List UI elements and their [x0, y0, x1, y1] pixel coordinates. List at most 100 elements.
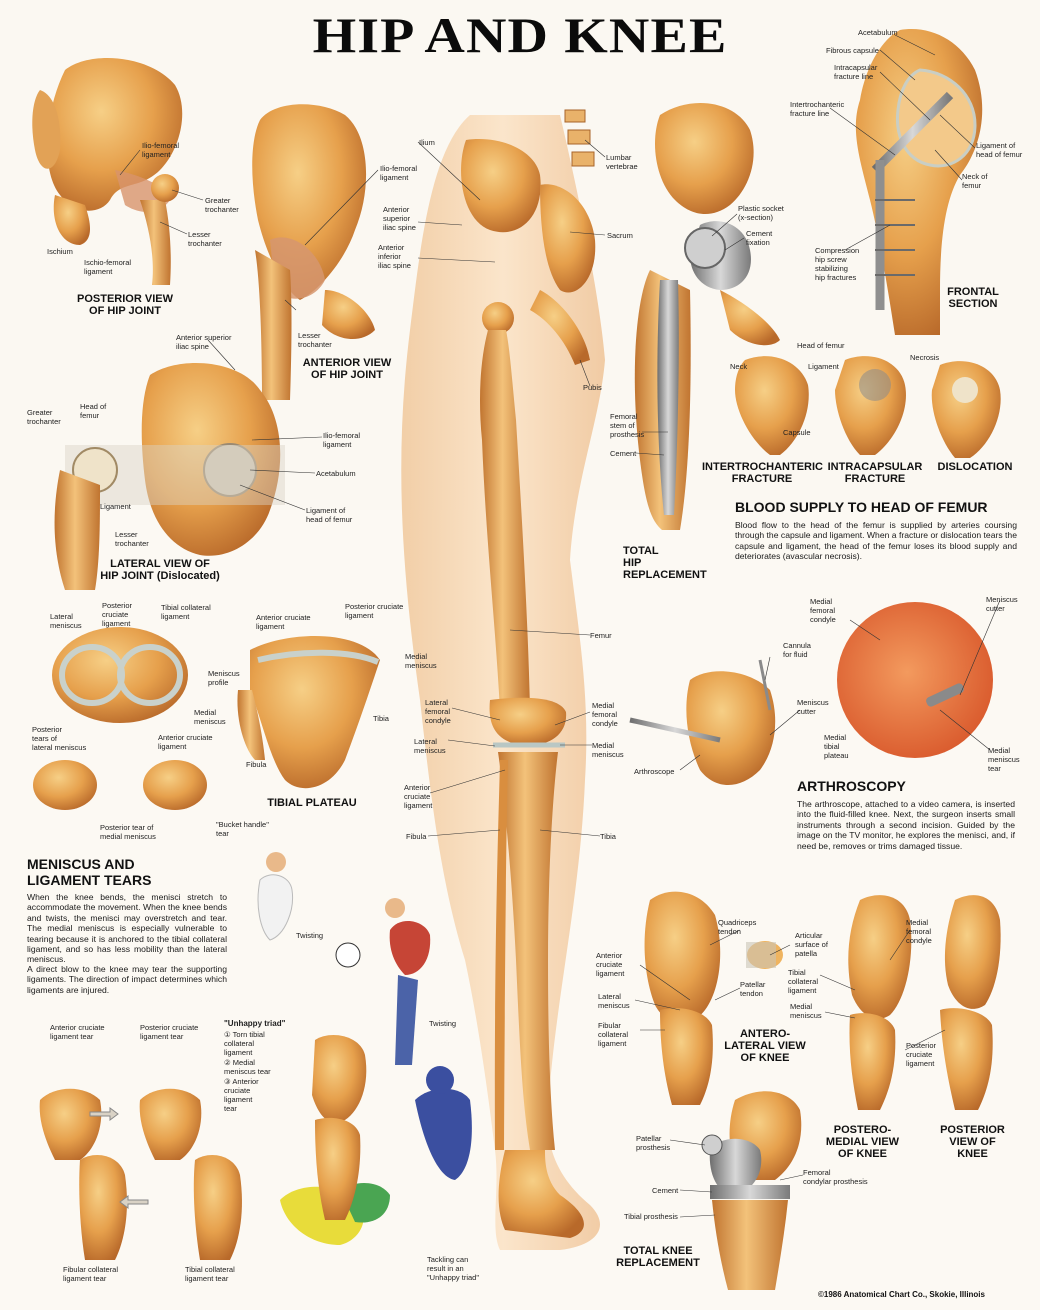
knee-view-label: Medial femoral condyle	[906, 918, 932, 945]
action-figures-art	[257, 852, 472, 1245]
frontal-section-label: Ligament of head of femur	[976, 141, 1023, 159]
arthroscopy-label: Medial tibial plateau	[824, 733, 849, 760]
blood-supply-text: Blood flow to the head of the femur is s…	[735, 520, 1017, 562]
frontal-section-label: Fibrous capsule	[826, 46, 879, 55]
anterior-hip-label: Ilio-femoral ligament	[380, 164, 418, 182]
arthroscopy-label: Meniscus cutter	[986, 595, 1018, 613]
unhappy-triad-item: ① Torn tibial collateral ligament	[224, 1030, 265, 1057]
knee-replacement-label: Femoral condylar prosthesis	[803, 1168, 868, 1186]
hip-replacement-caption: TOTAL HIP REPLACEMENT	[623, 545, 707, 581]
posterior-hip-caption: POSTERIOR VIEW OF HIP JOINT	[77, 293, 173, 317]
unhappy-triad-item: ③ Anterior cruciate ligament tear	[224, 1077, 259, 1113]
knee-view-caption: POSTERO- MEDIAL VIEW OF KNEE	[825, 1124, 900, 1160]
leg-label: Lateral femoral condyle	[425, 698, 451, 725]
unhappy-triad-item: ② Medial meniscus tear	[224, 1058, 271, 1076]
leg-label: Medial meniscus	[592, 741, 624, 759]
arthroscopy-text: The arthroscope, attached to a video cam…	[797, 799, 1015, 851]
arthroscopy-label: Meniscus cutter	[797, 698, 829, 716]
tibial-plateau-label: Posterior cruciate ligament	[345, 602, 404, 620]
arthroscopy-label: Medial meniscus tear	[988, 746, 1020, 773]
tibial-plateau-label: Fibula	[246, 760, 267, 769]
lateral-hip-label: Acetabulum	[316, 469, 356, 478]
fracture-label: Neck	[730, 362, 748, 371]
copyright: ©1986 Anatomical Chart Co., Skokie, Illi…	[818, 1290, 985, 1299]
arthroscopy-label: Medial femoral condyle	[810, 597, 836, 624]
frontal-section-label: Acetabulum	[858, 28, 898, 37]
knee-view-label: Quadriceps tendon	[718, 918, 757, 936]
fracture-caption: DISLOCATION	[937, 461, 1013, 473]
meniscus-tears-paragraph-2: A direct blow to the knee may tear the s…	[27, 964, 227, 995]
tibial-plateau-label: Tibia	[373, 714, 389, 723]
arthroscopy-heading: ARTHROSCOPY	[797, 778, 906, 794]
anterior-hip-art	[252, 104, 375, 400]
posterior-hip-label: Ischium	[47, 247, 73, 256]
ligament-tear-label: Posterior cruciate ligament tear	[140, 1023, 199, 1041]
knee-replacement-caption: TOTAL KNEE REPLACEMENT	[616, 1245, 700, 1269]
action-label: Tackling can result in an "Unhappy triad…	[427, 1255, 480, 1282]
knee-replacement-label: Patellar prosthesis	[636, 1134, 671, 1152]
posterior-hip-art	[32, 58, 183, 285]
meniscus-tears-paragraph-1: When the knee bends, the menisci stretch…	[27, 892, 227, 965]
action-label: Twisting	[429, 1019, 457, 1028]
knee-views-art	[644, 891, 1001, 1110]
fracture-label: Capsule	[783, 428, 811, 437]
leg-label: Lateral meniscus	[414, 737, 446, 755]
ligament-tear-label: Anterior cruciate ligament tear	[50, 1023, 105, 1041]
blood-supply-heading: BLOOD SUPPLY TO HEAD OF FEMUR	[735, 499, 988, 515]
knee-replacement-label: Tibial prosthesis	[624, 1212, 678, 1221]
fracture-label: Head of femur	[797, 341, 845, 350]
knee-view-label: Fibular collateral ligament	[598, 1021, 629, 1048]
tibial-plateau-label: "Bucket handle" tear	[216, 820, 269, 838]
fracture-art	[735, 356, 1001, 458]
leg-label: Pubis	[583, 383, 602, 392]
action-label: Twisting	[296, 931, 324, 940]
posterior-hip-label: Ilio-femoral ligament	[142, 141, 180, 159]
unhappy-triad-title: "Unhappy triad"	[224, 1019, 286, 1028]
knee-view-label: Anterior cruciate ligament	[596, 951, 625, 978]
knee-view-caption: POSTERIOR VIEW OF KNEE	[940, 1124, 1005, 1160]
leg-label: Anterior inferior iliac spine	[378, 243, 411, 270]
frontal-section-label: Intracapsular fracture line	[834, 63, 878, 81]
tibial-plateau-label: Posterior tears of lateral meniscus	[32, 725, 87, 752]
fracture-label: Ligament	[808, 362, 839, 371]
ligament-tear-label: Fibular collateral ligament tear	[63, 1265, 119, 1283]
tibial-plateau-art	[33, 627, 380, 810]
frontal-section-label: Compression hip screw stabilizing hip fr…	[815, 246, 860, 282]
lateral-hip-caption: LATERAL VIEW OF HIP JOINT (Dislocated)	[100, 558, 220, 582]
tibial-plateau-label: Posterior tear of medial meniscus	[100, 823, 156, 841]
leg-label: Femur	[590, 631, 612, 640]
tibial-plateau-label: Posterior cruciate ligament	[102, 601, 133, 628]
leg-label: Anterior superior iliac spine	[383, 205, 416, 232]
anterior-hip-caption: ANTERIOR VIEW OF HIP JOINT	[302, 357, 392, 381]
fracture-label: Necrosis	[910, 353, 940, 362]
leader-lines	[119, 34, 1001, 1218]
fracture-caption: INTERTROCHANTERIC FRACTURE	[702, 461, 823, 485]
lateral-hip-label: Lesser trochanter	[115, 530, 149, 548]
knee-replacement-label: Cement	[652, 1186, 679, 1195]
knee-view-label: Articular surface of patella	[795, 931, 828, 958]
anterior-hip-label: Lesser trochanter	[298, 331, 332, 349]
tibial-plateau-label: Medial meniscus	[405, 652, 437, 670]
leg-label: Sacrum	[607, 231, 633, 240]
lateral-hip-label: Ligament of head of femur	[306, 506, 353, 524]
knee-view-label: Lateral meniscus	[598, 992, 630, 1010]
knee-view-label: Tibial collateral ligament	[788, 968, 819, 995]
hip-replacement-label: Plastic socket (x-section)	[738, 204, 784, 222]
lateral-hip-label: Head of femur	[80, 402, 107, 420]
lateral-hip-label: Anterior superior iliac spine	[176, 333, 232, 351]
tibial-plateau-label: Lateral meniscus	[50, 612, 82, 630]
fracture-caption: INTRACAPSULAR FRACTURE	[827, 461, 923, 485]
arthroscopy-label: Cannula for fluid	[783, 641, 811, 659]
knee-view-label: Patellar tendon	[740, 980, 766, 998]
hip-replacement-art	[634, 103, 780, 530]
lateral-hip-label: Ligament	[100, 502, 131, 511]
leg-label: Tibia	[600, 832, 616, 841]
posterior-hip-label: Greater trochanter	[205, 196, 239, 214]
knee-view-caption: ANTERO- LATERAL VIEW OF KNEE	[724, 1028, 806, 1064]
arthroscopy-label: Arthroscope	[634, 767, 675, 776]
posterior-hip-label: Lesser trochanter	[188, 230, 222, 248]
tibial-plateau-label: Meniscus profile	[208, 669, 240, 687]
arthroscopy-art	[629, 602, 993, 785]
